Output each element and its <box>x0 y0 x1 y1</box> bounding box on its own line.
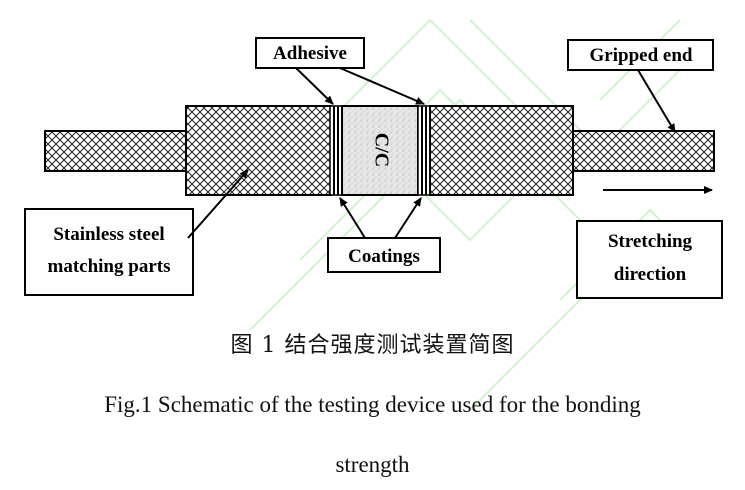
stainless-steel-label-line2: matching parts <box>48 256 171 277</box>
leader-lines <box>187 67 676 239</box>
caption-english-line1: Fig.1 Schematic of the testing device us… <box>104 392 641 417</box>
coatings-label: Coatings <box>348 246 420 267</box>
cc-label: C/C <box>370 133 392 167</box>
adhesive-label-box <box>255 37 365 69</box>
stainless-steel-label-line1: Stainless steel <box>53 224 164 245</box>
caption-english-line2: strength <box>335 452 410 477</box>
left-gripped-rod <box>44 130 187 172</box>
stretching-direction-label-box <box>576 220 723 299</box>
caption-chinese: 图 1 结合强度测试装置简图 <box>230 333 515 358</box>
adhesive-leader-right <box>339 67 425 105</box>
right-steel-block <box>429 105 574 196</box>
coatings-leader-right <box>394 197 422 239</box>
gripped-end-label-box <box>567 39 714 71</box>
stretching-direction-label-line2: direction <box>614 264 687 285</box>
adhesive-leader-left <box>295 67 334 105</box>
stainless-steel-leader <box>187 169 249 239</box>
right-coating-layers <box>417 105 431 196</box>
stretching-direction-label-line1: Stretching <box>608 231 693 252</box>
coatings-label-box <box>327 237 441 273</box>
left-steel-block <box>185 105 332 196</box>
stainless-steel-label-box <box>24 208 194 296</box>
right-gripped-rod <box>572 130 715 172</box>
gripped-end-leader <box>637 69 676 133</box>
coatings-leader-left <box>339 197 366 239</box>
adhesive-label: Adhesive <box>273 43 347 64</box>
left-coating-layers <box>329 105 343 196</box>
gripped-end-label: Gripped end <box>590 45 693 66</box>
